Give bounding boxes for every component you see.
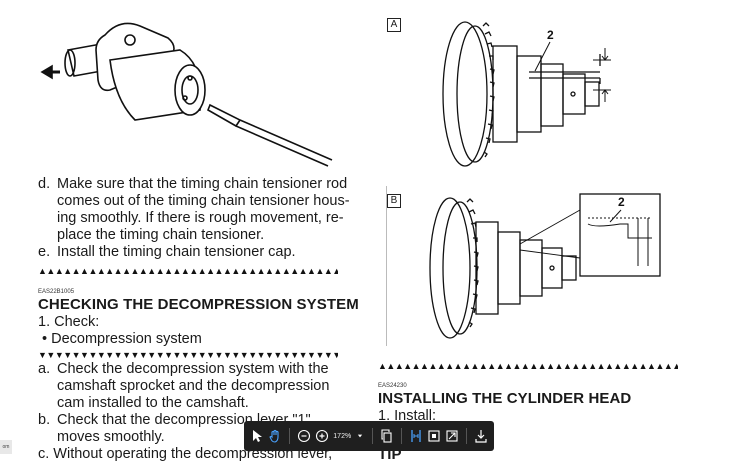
- tensioner-illustration: [40, 22, 333, 167]
- step-a-line-3: cam installed to the camshaft.: [57, 395, 249, 411]
- end-marker-triangles-right: [378, 361, 678, 371]
- figure-a-callout: 2: [547, 28, 554, 42]
- step-d-line-3: ing smoothly. If there is rough movement…: [57, 210, 344, 226]
- fit-width-icon: [411, 430, 421, 442]
- sidebar-tab[interactable]: om: [0, 440, 12, 454]
- step-a-line-1: Check the decompression system with the: [57, 361, 329, 377]
- step-e-marker: e.: [38, 244, 51, 260]
- figure-divider: [386, 186, 387, 346]
- zoom-dropdown-icon: [358, 434, 363, 438]
- step-d-line-1: Make sure that the timing chain tensione…: [57, 176, 348, 192]
- step-d-marker: d.: [38, 176, 51, 192]
- fit-width-button[interactable]: [409, 426, 423, 446]
- figure-b-camshaft-sprocket: 2: [429, 193, 661, 339]
- select-tool-icon: [253, 430, 263, 442]
- step-e-text: Install the timing chain tensioner cap.: [57, 244, 296, 260]
- zoom-level[interactable]: 172%: [333, 432, 352, 440]
- step-a-line-2: camshaft sprocket and the decompression: [57, 378, 330, 394]
- fullscreen-icon: [446, 430, 458, 442]
- start-marker-triangles: [38, 350, 338, 360]
- check-step: 1. Check:: [38, 314, 100, 330]
- figure-a-camshaft-sprocket: 2: [442, 21, 611, 167]
- figure-b-label: B: [387, 194, 401, 208]
- pdf-viewer-toolbar: 172%: [244, 421, 494, 451]
- section-title-decompression: CHECKING THE DECOMPRESSION SYSTEM: [38, 296, 359, 313]
- zoom-out-icon: [297, 429, 310, 443]
- toolbar-separator: [372, 428, 374, 444]
- step-d-line-4: place the timing chain tensioner.: [57, 227, 265, 243]
- zoom-out-button[interactable]: [297, 426, 311, 446]
- copy-page-button[interactable]: [380, 426, 394, 446]
- zoom-dropdown-button[interactable]: [355, 426, 365, 446]
- zoom-in-icon: [315, 429, 329, 443]
- zoom-in-button[interactable]: [315, 426, 329, 446]
- section-title-cylinder-head: INSTALLING THE CYLINDER HEAD: [378, 390, 632, 407]
- section-code-right: EAS24230: [378, 383, 407, 389]
- step-b-line-2: moves smoothly.: [57, 429, 165, 445]
- check-bullet: • Decompression system: [42, 331, 202, 347]
- download-icon: [475, 430, 487, 443]
- install-step: 1. Install:: [378, 408, 437, 424]
- section-code: EAS22B1005: [38, 289, 75, 295]
- toolbar-separator: [289, 428, 290, 444]
- figure-a-label: A: [387, 18, 401, 32]
- toolbar-separator: [401, 428, 402, 444]
- fullscreen-button[interactable]: [445, 426, 459, 446]
- step-a-marker: a.: [38, 361, 51, 377]
- end-marker-triangles: [38, 266, 338, 276]
- step-b-marker: b.: [38, 412, 51, 428]
- toolbar-separator: [466, 428, 467, 444]
- hand-tool-button[interactable]: [268, 426, 282, 446]
- download-button[interactable]: [474, 426, 488, 446]
- figure-b-callout: 2: [618, 195, 625, 209]
- fit-page-button[interactable]: [427, 426, 441, 446]
- copy-page-icon: [381, 429, 392, 443]
- fit-page-icon: [428, 430, 440, 442]
- hand-tool-icon: [269, 429, 279, 443]
- step-d-line-2: comes out of the timing chain tensioner …: [57, 193, 350, 209]
- select-tool-button[interactable]: [250, 426, 264, 446]
